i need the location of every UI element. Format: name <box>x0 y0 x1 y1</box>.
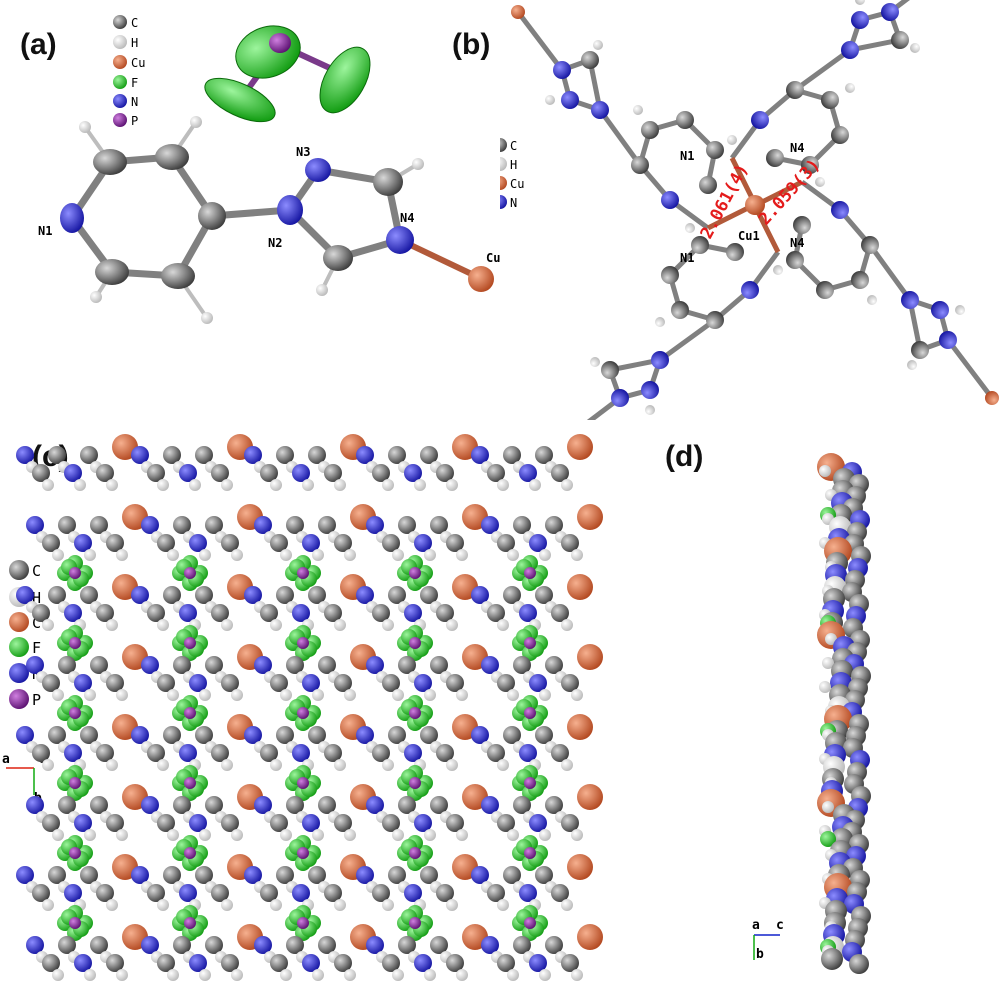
atom-label-n3: N3 <box>296 145 310 159</box>
packing-lattice <box>16 434 603 981</box>
panel-b-label: (b) <box>452 28 491 61</box>
layer-side-view <box>817 453 871 974</box>
legend-a-f: F <box>131 76 138 90</box>
h-bonds-a <box>83 120 420 320</box>
atom-label-n4-top: N4 <box>790 141 804 155</box>
legend-b-c: C <box>510 139 517 153</box>
legend-a: C H Cu F N P <box>113 15 145 128</box>
legend-b: C H Cu N <box>500 138 524 210</box>
panel-c-packing: C H Cu F N P a c b <box>2 434 603 981</box>
legend-a-cu: Cu <box>131 56 145 70</box>
panel-a-label: (a) <box>20 28 57 61</box>
axis-a: a <box>2 752 10 767</box>
legend-c-c: C <box>32 562 41 580</box>
atom-label-n2: N2 <box>268 236 282 250</box>
atom-label-n1: N1 <box>38 224 52 238</box>
axis-c: c <box>776 918 784 933</box>
panel-d-side-view: a c b <box>752 453 871 974</box>
legend-c-n: N <box>32 665 41 683</box>
legend-a-h: H <box>131 36 138 50</box>
legend-b-n: N <box>510 196 517 210</box>
cu-n4-bond <box>398 237 482 281</box>
panel-a-molecule: C H Cu F N P <box>38 15 500 324</box>
ligand-arm <box>511 5 756 231</box>
legend-a-n: N <box>131 95 138 109</box>
legend-b-h: H <box>510 158 517 172</box>
legend-a-p: P <box>131 114 138 128</box>
panel-d-label: (d) <box>665 440 704 473</box>
atom-label-n1-bottom: N1 <box>680 251 694 265</box>
axis-a: a <box>752 918 760 933</box>
atom-label-n4-bottom: N4 <box>790 236 804 250</box>
legend-b-cu: Cu <box>510 177 524 191</box>
atom-label-n4: N4 <box>400 211 414 225</box>
legend-c-p: P <box>32 691 41 709</box>
atom-label-cu1: Cu1 <box>486 251 500 265</box>
atom-label-cu1: Cu1 <box>738 229 760 243</box>
legend-c: C H Cu F N P <box>9 560 50 709</box>
pf6-anion <box>204 25 371 123</box>
legend-c-f: F <box>32 639 41 657</box>
atoms-a <box>60 116 494 324</box>
axis-triad-d: a c b <box>752 918 784 962</box>
axis-b: b <box>756 947 764 962</box>
atom-label-n1-top: N1 <box>680 149 694 163</box>
legend-c-h: H <box>32 589 41 607</box>
panel-b-coordination: C H Cu N N1 N1 N4 N4 Cu1 2.061(4) 2.05 <box>500 0 1000 420</box>
cu-center <box>745 195 765 215</box>
legend-a-c: C <box>131 16 138 30</box>
